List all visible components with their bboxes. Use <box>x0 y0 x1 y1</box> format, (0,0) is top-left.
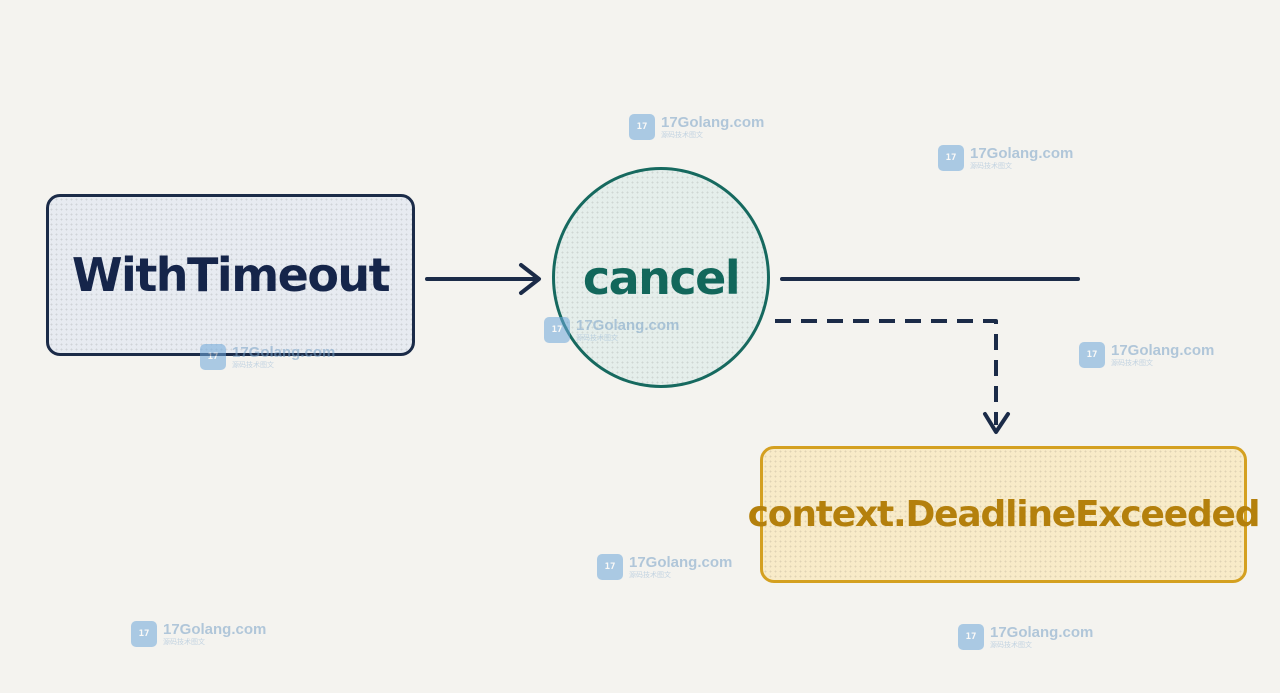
deadline-exceeded-label: context.DeadlineExceeded <box>747 494 1261 535</box>
watermark-sub: 源码技术图文 <box>661 131 703 139</box>
edge-cancel-to-deadline <box>775 319 1010 434</box>
withtimeout-node: WithTimeout <box>46 194 415 356</box>
watermark-sub: 源码技术图文 <box>163 638 205 646</box>
watermark-site: 17Golang.com <box>163 621 267 638</box>
watermark-sub: 源码技术图文 <box>576 334 618 342</box>
watermark-site: 17Golang.com <box>970 145 1074 162</box>
watermark-site: 17Golang.com <box>661 114 765 131</box>
logo-icon: 17 <box>544 317 570 343</box>
watermark-sub: 源码技术图文 <box>629 571 671 579</box>
watermark: 17 17Golang.com 源码技术图文 <box>597 554 732 580</box>
logo-icon: 17 <box>131 621 157 647</box>
watermark: 17 17Golang.com 源码技术图文 <box>1079 342 1214 368</box>
watermark-sub: 源码技术图文 <box>232 361 274 369</box>
edge-withtimeout-to-cancel <box>425 263 541 295</box>
logo-icon: 17 <box>597 554 623 580</box>
watermark: 17 17Golang.com 源码技术图文 <box>200 344 335 370</box>
cancel-node: cancel <box>552 167 770 388</box>
watermark-site: 17Golang.com <box>629 554 733 571</box>
watermark-site: 17Golang.com <box>232 344 336 361</box>
watermark: 17 17Golang.com 源码技术图文 <box>544 317 679 343</box>
watermark-sub: 源码技术图文 <box>990 641 1032 649</box>
watermark-sub: 源码技术图文 <box>970 162 1012 170</box>
logo-icon: 17 <box>629 114 655 140</box>
logo-icon: 17 <box>1079 342 1105 368</box>
logo-icon: 17 <box>958 624 984 650</box>
watermark: 17 17Golang.com 源码技术图文 <box>629 114 764 140</box>
withtimeout-label: WithTimeout <box>71 248 391 302</box>
watermark: 17 17Golang.com 源码技术图文 <box>938 145 1073 171</box>
cancel-label: cancel <box>582 250 741 305</box>
watermark: 17 17Golang.com 源码技术图文 <box>131 621 266 647</box>
watermark-sub: 源码技术图文 <box>1111 359 1153 367</box>
watermark-site: 17Golang.com <box>1111 342 1215 359</box>
logo-icon: 17 <box>200 344 226 370</box>
watermark: 17 17Golang.com 源码技术图文 <box>958 624 1093 650</box>
watermark-site: 17Golang.com <box>576 317 680 334</box>
deadline-exceeded-node: context.DeadlineExceeded <box>748 446 1261 583</box>
logo-icon: 17 <box>938 145 964 171</box>
watermark-site: 17Golang.com <box>990 624 1094 641</box>
